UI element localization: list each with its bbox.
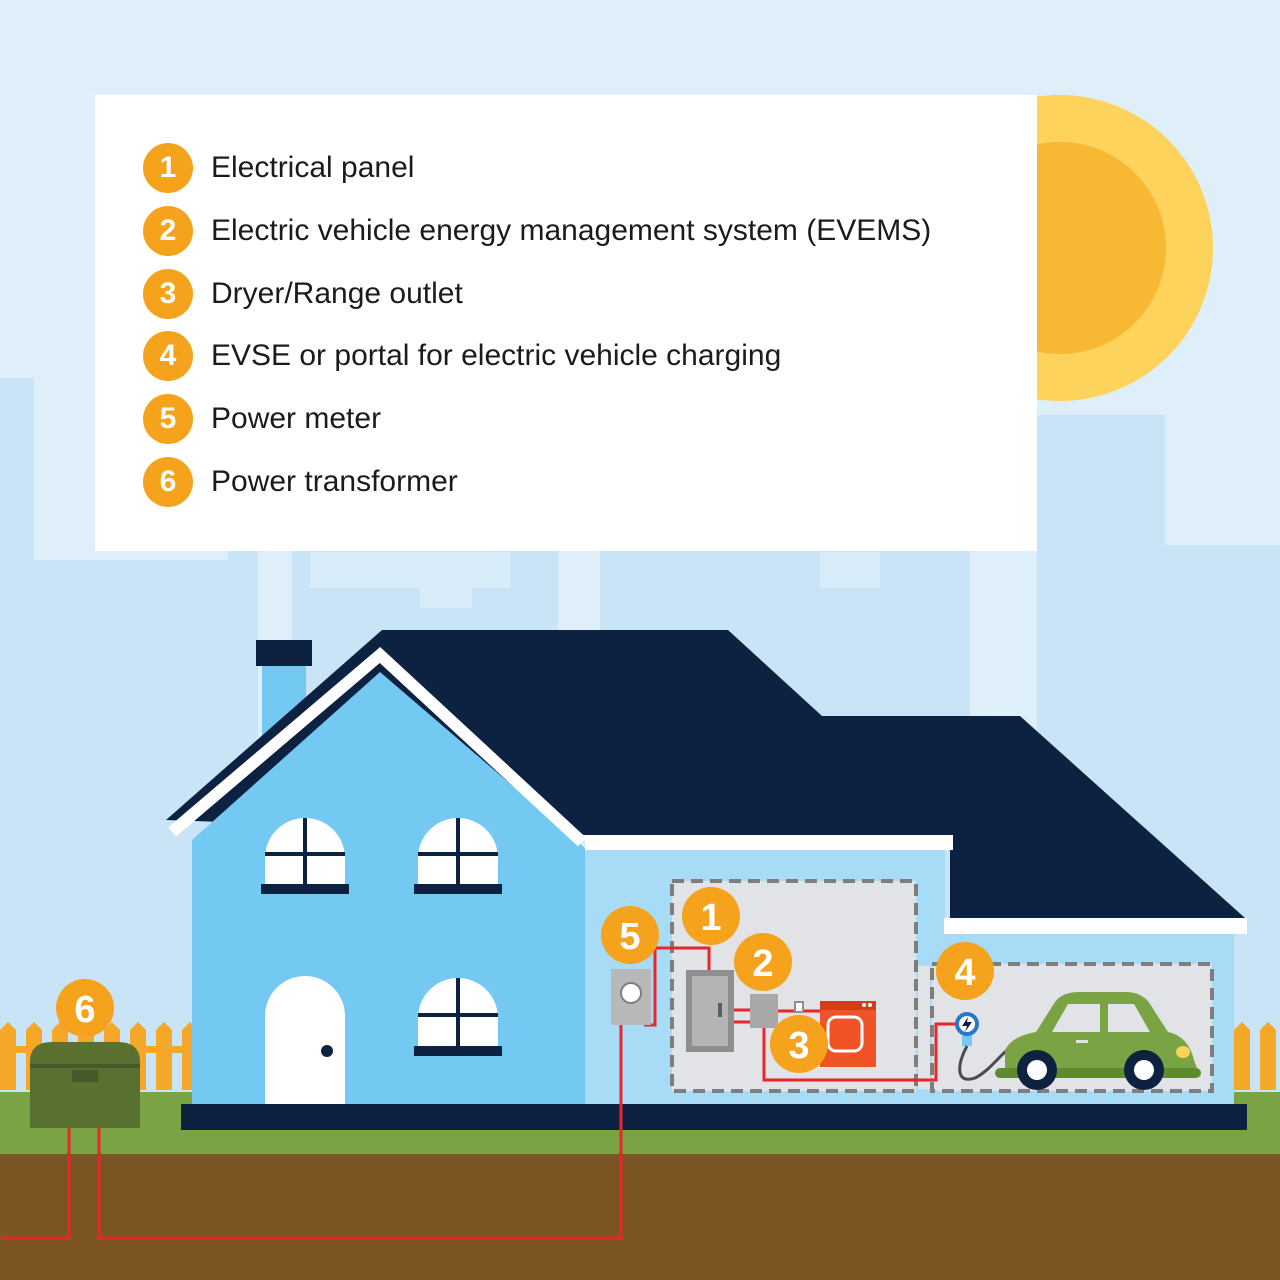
- soil: [0, 1154, 1280, 1280]
- legend-number-badge: 2: [143, 205, 193, 256]
- marker-meter: 5: [601, 906, 659, 964]
- window-top-right: [414, 818, 502, 894]
- legend-label: Electrical panel: [211, 151, 415, 184]
- legend-item-dryer-range-outlet: 3 Dryer/Range outlet: [95, 268, 1037, 332]
- garage-trim: [944, 918, 1247, 934]
- marker-evse: 4: [936, 942, 994, 1000]
- window-top-left: [261, 818, 349, 894]
- legend-number-badge: 4: [143, 331, 193, 382]
- legend-item-evems: 2 Electric vehicle energy management sys…: [95, 205, 1037, 269]
- legend-item-evse: 4 EVSE or portal for electric vehicle ch…: [95, 331, 1037, 394]
- legend-label: Electric vehicle energy management syste…: [211, 213, 932, 247]
- marker-evems: 2: [734, 933, 792, 991]
- marker-panel: 1: [682, 887, 740, 945]
- foundation: [181, 1104, 1247, 1130]
- evems-box: [750, 994, 778, 1028]
- marker-outlet: 3: [770, 1015, 828, 1073]
- marker-transformer-number: 6: [74, 989, 95, 1031]
- electrical-panel: [686, 970, 734, 1052]
- marker-meter-number: 5: [619, 916, 640, 958]
- marker-evse-number: 4: [954, 952, 975, 994]
- electric-car: [995, 992, 1201, 1090]
- legend-number-badge: 3: [143, 268, 193, 319]
- marker-outlet-number: 3: [788, 1025, 809, 1067]
- dryer: [794, 1001, 876, 1067]
- power-meter: [611, 969, 651, 1025]
- front-door: [265, 976, 345, 1104]
- marker-panel-number: 1: [700, 897, 721, 939]
- legend-item-power-transformer: 6 Power transformer: [95, 456, 1037, 520]
- legend-item-power-meter: 5 Power meter: [95, 394, 1037, 457]
- legend-label: Dryer/Range outlet: [211, 276, 463, 310]
- legend-label: Power meter: [211, 402, 382, 436]
- garage-room-cover: [918, 966, 930, 1089]
- legend-number-badge: 5: [143, 394, 193, 445]
- legend-label: EVSE or portal for electric vehicle char…: [211, 339, 782, 373]
- legend-item-electrical-panel: 1 Electrical panel: [95, 143, 1037, 206]
- marker-transformer: 6: [56, 979, 114, 1037]
- power-transformer: [30, 1042, 140, 1128]
- door-knob: [321, 1045, 333, 1057]
- chimney-cap: [256, 640, 312, 666]
- city-skyline-highlights: [310, 552, 880, 608]
- legend-label: Power transformer: [211, 464, 458, 498]
- fence-right: [1234, 1022, 1276, 1090]
- legend-number-badge: 1: [143, 143, 193, 193]
- marker-evems-number: 2: [752, 943, 773, 985]
- window-bottom-right: [414, 978, 502, 1056]
- gable-trim: [168, 646, 587, 847]
- legend-number-badge: 6: [143, 456, 193, 507]
- legend-card: 1 Electrical panel 2 Electric vehicle en…: [95, 95, 1037, 551]
- annex-trim: [585, 835, 953, 850]
